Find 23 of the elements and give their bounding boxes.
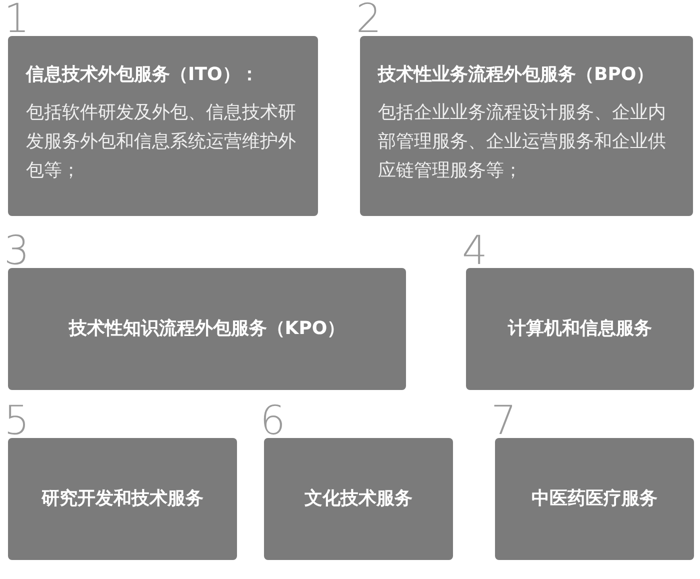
- step-number: 1: [4, 0, 30, 39]
- card-title: 中医药医疗服务: [532, 487, 658, 511]
- service-card: [8, 438, 237, 560]
- step-number: 4: [462, 231, 488, 271]
- card-description: 包括软件研发及外包、信息技术研发服务外包和信息系统运营维护外包等；: [26, 101, 297, 183]
- step-number: 7: [491, 401, 516, 441]
- card-title: 文化技术服务: [304, 487, 412, 511]
- service-card: [360, 36, 693, 216]
- step-number: 6: [260, 401, 286, 441]
- service-card: [495, 438, 694, 560]
- card-title: 研究开发和技术服务: [42, 487, 204, 511]
- service-card: [264, 438, 453, 560]
- step-number: 5: [4, 401, 30, 441]
- card-title: 技术性知识流程外包服务（KPO）: [68, 317, 346, 341]
- service-card: [8, 268, 406, 390]
- card-title: 信息技术外包服务（ITO）：: [26, 63, 260, 87]
- service-card: [466, 268, 694, 390]
- card-title: 技术性业务流程外包服务（BPO）: [378, 63, 656, 87]
- step-number: 3: [4, 231, 30, 271]
- step-number: 2: [356, 0, 382, 39]
- card-description: 包括企业业务流程设计服务、企业内部管理服务、企业运营服务和企业供应链管理服务等；: [378, 101, 667, 183]
- service-card: [8, 36, 318, 216]
- card-title: 计算机和信息服务: [508, 317, 652, 341]
